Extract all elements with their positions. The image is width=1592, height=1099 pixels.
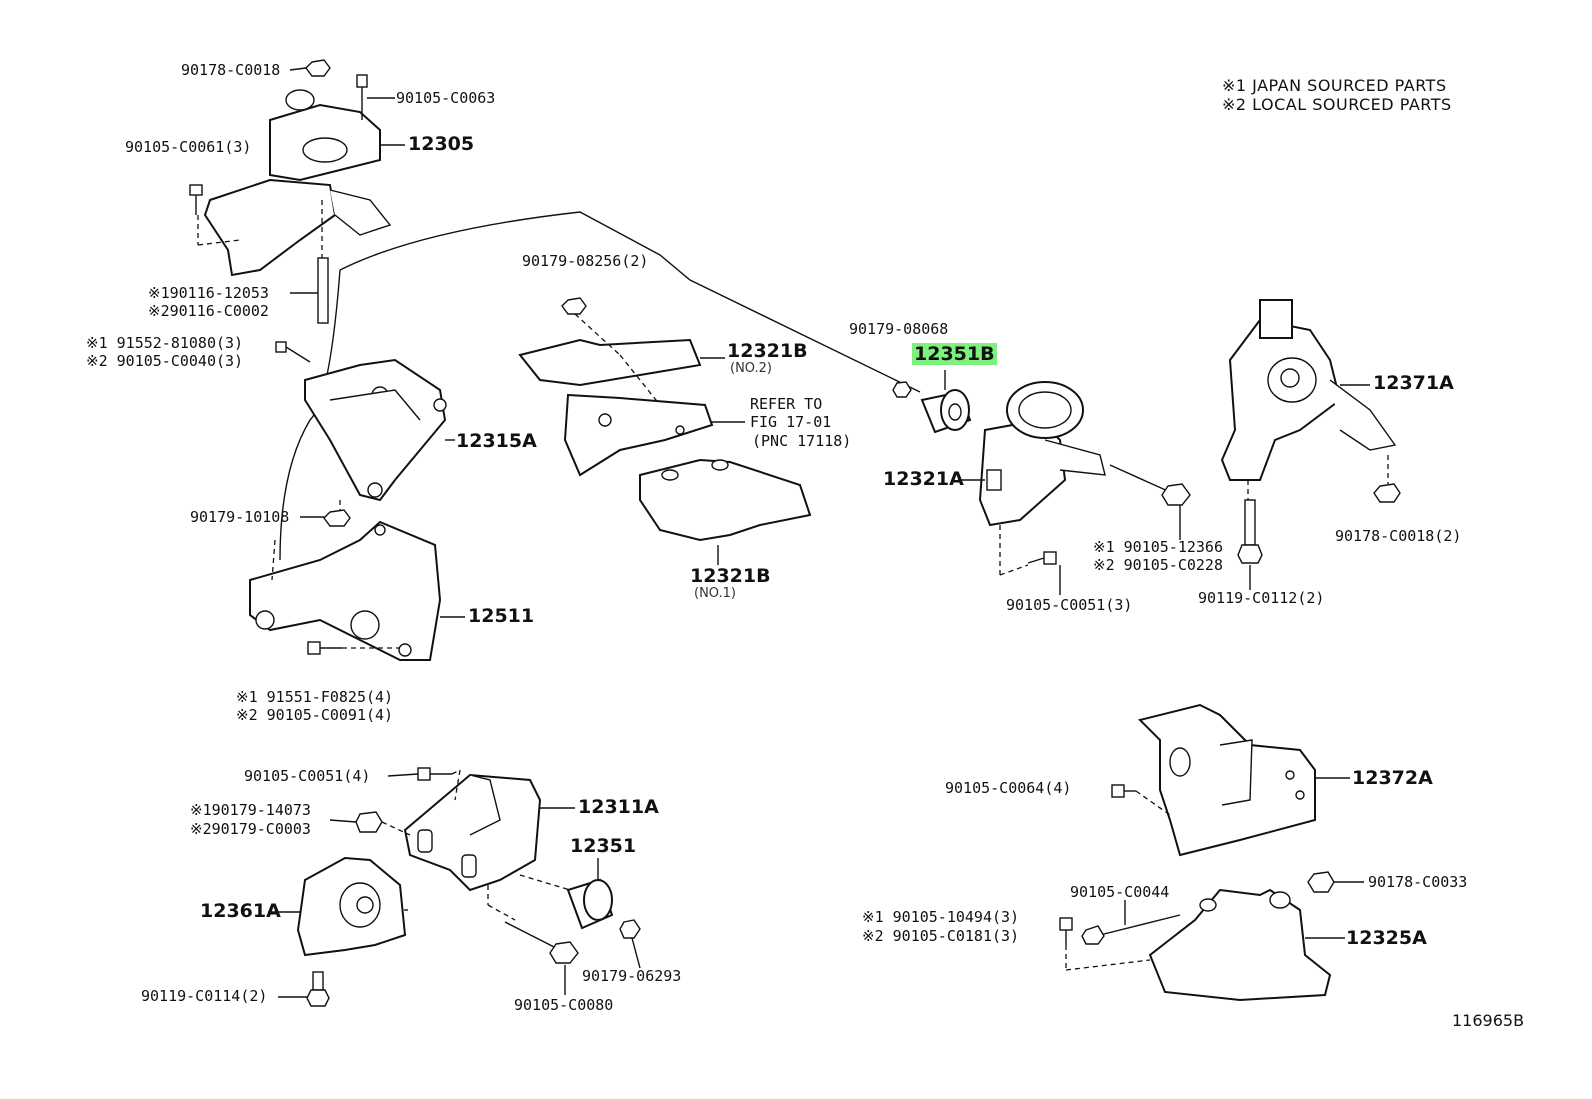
label-12351B-highlighted[interactable]: 12351B: [912, 343, 997, 365]
nut-90178-C0018-top: [305, 59, 331, 77]
part-12311A-bracket: [403, 773, 542, 892]
label-90105-C0228[interactable]: ※2 90105-C0228: [1093, 556, 1223, 574]
label-refer-pnc: (PNC 17118): [752, 432, 852, 450]
stud-90116: [317, 257, 329, 324]
label-90105-C0044[interactable]: 90105-C0044: [1070, 883, 1170, 901]
bolt-90105-12366: [1109, 464, 1191, 506]
bolt-90105-C0044: [1081, 914, 1181, 945]
label-12321A[interactable]: 12321A: [883, 468, 964, 490]
bolt-90105-C0064: [1111, 784, 1136, 798]
legend-line-2: ※2 LOCAL SOURCED PARTS: [1222, 95, 1452, 114]
label-90105-C0040[interactable]: ※2 90105-C0040(3): [86, 352, 244, 370]
nut-90179-10108: [323, 509, 351, 527]
part-12321B-no2: [518, 338, 702, 387]
bolt-90105-C0061: [189, 184, 203, 215]
label-no2: (NO.2): [730, 361, 772, 376]
label-12315A[interactable]: 12315A: [456, 430, 537, 452]
label-12321B-no1[interactable]: 12321B: [690, 565, 771, 587]
figure-number: 116965B: [1452, 1011, 1525, 1030]
part-12372A-bracket: [1138, 703, 1316, 857]
label-90179-14073[interactable]: ※190179-14073: [190, 801, 311, 819]
label-90179-08068[interactable]: 90179-08068: [849, 320, 949, 338]
label-90178-C0033[interactable]: 90178-C0033: [1368, 873, 1468, 891]
part-12511-bracket: [249, 520, 442, 661]
part-bracket-middle: [563, 393, 714, 477]
label-12372A[interactable]: 12372A: [1352, 767, 1433, 789]
bolt-90105-C0051-low: [417, 767, 452, 781]
bolt-91551-F0825: [307, 641, 342, 655]
label-90105-C0051-low[interactable]: 90105-C0051(4): [244, 767, 371, 785]
nut-90179-06293: [619, 919, 641, 939]
bolt-90105-C0080: [504, 921, 579, 964]
bolt-90119-C0114: [306, 971, 330, 1007]
label-no1: (NO.1): [694, 586, 736, 601]
part-12351B-cushion: [920, 389, 972, 434]
label-90119-C0112[interactable]: 90119-C0112(2): [1198, 589, 1325, 607]
part-12361A-mount: [296, 856, 407, 957]
label-90105-C0061[interactable]: 90105-C0061(3): [125, 138, 252, 156]
label-12325A[interactable]: 12325A: [1346, 927, 1427, 949]
engine-outline-line: [339, 211, 921, 393]
bolt-90105-C0063: [356, 74, 368, 120]
label-90178-C0018-right[interactable]: 90178-C0018(2): [1335, 527, 1462, 545]
label-190116-12053[interactable]: ※190116-12053: [148, 284, 269, 302]
part-12305-mount: [203, 89, 392, 277]
label-90105-C0080[interactable]: 90105-C0080: [514, 996, 614, 1014]
label-12351[interactable]: 12351: [570, 835, 637, 857]
legend: ※1 JAPAN SOURCED PARTS ※2 LOCAL SOURCED …: [1222, 76, 1452, 114]
stud-90119-C0112: [1237, 499, 1263, 564]
nut-90178-C0033: [1307, 871, 1335, 893]
label-90179-C0003[interactable]: ※290179-C0003: [190, 820, 311, 838]
label-12305[interactable]: 12305: [408, 133, 475, 155]
nut-90179-08256: [561, 297, 587, 315]
label-refer-fig[interactable]: FIG 17-01: [750, 413, 832, 431]
nut-90179-08068: [892, 381, 912, 398]
engine-outline-left: [279, 269, 341, 561]
label-12361A[interactable]: 12361A: [200, 900, 281, 922]
label-12351B-text: 12351B: [912, 343, 997, 365]
legend-line-1: ※1 JAPAN SOURCED PARTS: [1222, 76, 1447, 95]
part-12325A-bracket: [1148, 888, 1332, 1002]
label-refer-to: REFER TO: [750, 395, 823, 413]
label-91551-F0825[interactable]: ※1 91551-F0825(4): [236, 688, 394, 706]
part-12351-cushion: [566, 878, 614, 930]
label-90105-C0091[interactable]: ※2 90105-C0091(4): [236, 706, 394, 724]
label-12511[interactable]: 12511: [468, 605, 535, 627]
nut-90178-C0018-right: [1373, 483, 1401, 503]
label-91552-81080[interactable]: ※1 91552-81080(3): [86, 334, 244, 352]
label-12321B-no2[interactable]: 12321B: [727, 340, 808, 362]
bolt-90105-C0051-mid: [1027, 551, 1057, 565]
label-90105-10494[interactable]: ※1 90105-10494(3): [862, 908, 1020, 926]
part-12321B-no1: [639, 458, 812, 542]
label-90105-C0051-mid[interactable]: 90105-C0051(3): [1006, 596, 1133, 614]
label-90105-C0063[interactable]: 90105-C0063: [396, 89, 496, 107]
part-12315A-bracket: [304, 358, 447, 502]
part-12371A-mount: [1220, 299, 1397, 481]
bolt-91552-81080: [275, 341, 311, 363]
label-12371A[interactable]: 12371A: [1373, 372, 1454, 394]
label-90105-C0064[interactable]: 90105-C0064(4): [945, 779, 1072, 797]
label-90179-08256[interactable]: 90179-08256(2): [522, 252, 649, 270]
label-12311A[interactable]: 12311A: [578, 796, 659, 818]
label-90105-C0181[interactable]: ※2 90105-C0181(3): [862, 927, 1020, 945]
label-90178-C0018-top[interactable]: 90178-C0018: [181, 61, 281, 79]
label-290116-C0002[interactable]: ※290116-C0002: [148, 302, 269, 320]
label-90179-10108[interactable]: 90179-10108: [190, 508, 290, 526]
bolt-90105-10494: [1059, 917, 1073, 945]
label-90105-12366[interactable]: ※1 90105-12366: [1093, 538, 1223, 556]
nut-90179-14073: [355, 811, 383, 833]
part-12321A-bracket: [978, 381, 1106, 527]
label-90119-C0114[interactable]: 90119-C0114(2): [141, 987, 268, 1005]
label-90179-06293[interactable]: 90179-06293: [582, 967, 682, 985]
